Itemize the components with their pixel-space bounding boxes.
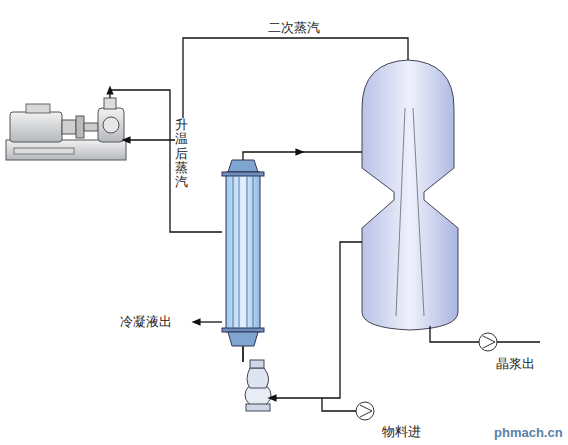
feed-pump (356, 402, 374, 420)
stream-label: 二次蒸汽 (268, 20, 320, 36)
stream-label: 冷凝液出 (120, 314, 172, 330)
stream-label: 晶浆出 (496, 356, 535, 372)
circulation-pump (243, 346, 271, 411)
separator-vessel (362, 60, 458, 330)
stream-label: 物料进 (382, 424, 421, 440)
slurry-pump (479, 333, 497, 351)
heat-exchanger (222, 160, 264, 346)
pipe-lines (110, 38, 540, 411)
compressor (6, 98, 126, 160)
watermark: phmach.cn (494, 425, 563, 441)
stream-label: 升温后蒸汽 (175, 118, 188, 189)
